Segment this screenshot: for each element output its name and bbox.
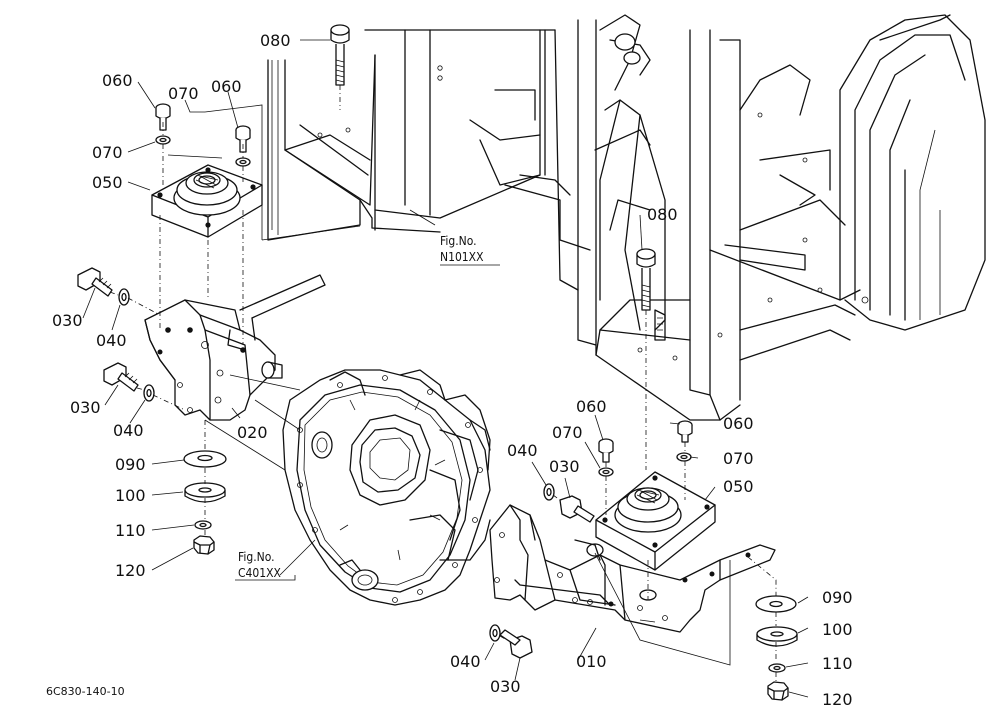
- washer-070-right-b: [676, 452, 692, 462]
- label-110-left: 110: [115, 521, 146, 540]
- cushion-100-right: [756, 626, 798, 647]
- bolt-060-left-a: [155, 103, 171, 131]
- bolt-080-right: [636, 248, 656, 311]
- bolt-030-right-bracket: [559, 495, 595, 523]
- cushion-090-left: [183, 450, 227, 468]
- label-010: 010: [576, 652, 607, 671]
- bolt-080-upper: [330, 24, 350, 86]
- label-080-upper: 080: [260, 31, 291, 50]
- label-030-right-bottom: 030: [490, 677, 521, 696]
- label-060-left-a: 060: [102, 71, 133, 90]
- bolt-060-right-b: [677, 420, 693, 443]
- nut-120-right: [767, 681, 789, 701]
- label-080-right: 080: [647, 205, 678, 224]
- label-020: 020: [237, 423, 268, 442]
- label-110-right: 110: [822, 654, 853, 673]
- hardware-parts: [77, 24, 798, 701]
- cushion-090-right: [755, 595, 797, 613]
- label-090-right: 090: [822, 588, 853, 607]
- assembly-lines: [109, 85, 777, 682]
- label-060-left-b: 060: [211, 77, 242, 96]
- label-090-left: 090: [115, 455, 146, 474]
- figure-references: Fig.No. N101XX Fig.No. C401XX: [238, 234, 484, 580]
- ref-c401-line1: Fig.No.: [238, 550, 275, 564]
- label-030-right-bracket: 030: [549, 457, 580, 476]
- label-070-right-a: 070: [552, 423, 583, 442]
- washer-070-left-a: [155, 135, 171, 145]
- left-mount: [151, 164, 263, 238]
- chassis-frame: [267, 14, 986, 421]
- right-mount: [595, 471, 716, 571]
- label-040-right-bottom: 040: [450, 652, 481, 671]
- part-labels: 080 060 070 060 070 050 080 030 040 030 …: [52, 31, 853, 709]
- ref-n101-line2: N101XX: [440, 250, 484, 264]
- label-050-left: 050: [92, 173, 123, 192]
- ref-n101-line1: Fig.No.: [440, 234, 477, 248]
- label-030-upper: 030: [52, 311, 83, 330]
- bolt-060-right-a: [598, 438, 614, 463]
- washer-040-upper: [118, 288, 130, 306]
- label-040-lower: 040: [113, 421, 144, 440]
- leader-lines: [82, 39, 809, 698]
- label-040-upper: 040: [96, 331, 127, 350]
- washer-040-right-bottom: [489, 624, 501, 642]
- washer-070-right-a: [598, 467, 614, 477]
- label-030-lower: 030: [70, 398, 101, 417]
- label-060-right-a: 060: [576, 397, 607, 416]
- label-100-left: 100: [115, 486, 146, 505]
- label-060-right-b: 060: [723, 414, 754, 433]
- washer-110-right: [768, 663, 786, 673]
- washer-070-left-b: [235, 157, 251, 167]
- label-100-right: 100: [822, 620, 853, 639]
- label-070-right-b: 070: [723, 449, 754, 468]
- washer-040-right-bracket: [543, 483, 555, 501]
- right-bracket: [489, 504, 776, 633]
- left-bracket: [144, 274, 326, 421]
- transmission-housing: [282, 369, 491, 606]
- label-120-right: 120: [822, 690, 853, 709]
- nut-120-left: [193, 535, 215, 555]
- label-070-left: 070: [92, 143, 123, 162]
- label-070-left-top: 070: [168, 84, 199, 103]
- washer-110-left: [194, 520, 212, 530]
- bolt-060-left-b: [235, 125, 251, 153]
- washer-040-lower: [143, 384, 155, 402]
- label-040-right-bracket: 040: [507, 441, 538, 460]
- bolt-030-lower: [103, 362, 139, 392]
- bolt-030-upper: [77, 267, 113, 297]
- label-120-left: 120: [115, 561, 146, 580]
- bolt-030-right-bottom: [499, 629, 533, 659]
- label-050-right: 050: [723, 477, 754, 496]
- drawing-code: 6C830-140-10: [46, 685, 125, 698]
- ref-c401-line2: C401XX: [238, 566, 282, 580]
